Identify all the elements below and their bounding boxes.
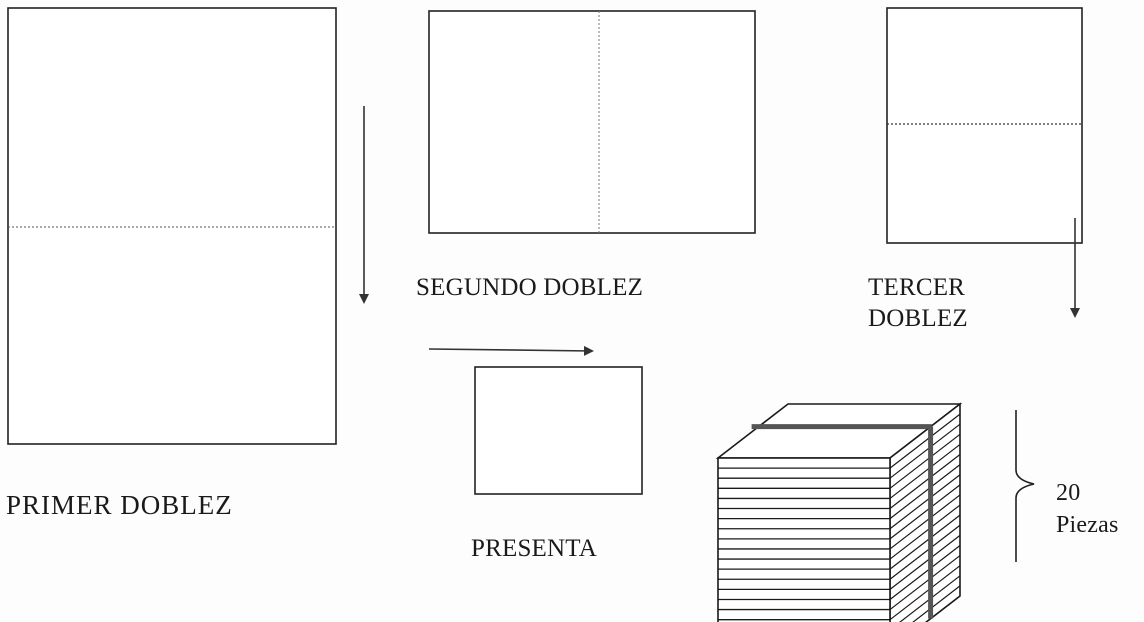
- stack-layer-line-side: [889, 423, 961, 479]
- label-tercer-doblez: TERCER DOBLEZ: [868, 272, 968, 334]
- stack-20-pieces: [715, 402, 963, 622]
- stack-layer-line-side: [912, 585, 961, 622]
- sheet-tercer-doblez: [886, 7, 1083, 244]
- stack-layer-line-side: [889, 555, 961, 611]
- sheet-segundo-doblez: [428, 10, 756, 234]
- stack-layer-line-side: [889, 433, 961, 489]
- stack-layer-line-side: [889, 504, 961, 560]
- label-primer-doblez: PRIMER DOBLEZ: [6, 490, 233, 520]
- label-presenta: PRESENTA: [471, 535, 598, 562]
- stack-layer-line-side: [889, 514, 961, 570]
- stack-layer-line-side: [889, 534, 961, 590]
- stack-layer-line-side: [889, 474, 961, 530]
- label-tercer-line1: TERCER: [868, 274, 966, 301]
- stack-layer-line-side: [889, 544, 961, 600]
- stack-layer-line-side: [889, 494, 961, 550]
- stack-layer-line-side: [889, 484, 961, 540]
- stack-layer-line-side: [889, 464, 961, 520]
- label-segundo-doblez: SEGUNDO DOBLEZ: [416, 274, 644, 301]
- stack-layer-line-side: [889, 524, 961, 580]
- stack-layer-line-side: [899, 575, 961, 622]
- label-tercer-line2: DOBLEZ: [868, 305, 968, 332]
- stack-layer-line-side: [889, 413, 961, 469]
- stack-front-face: [717, 457, 891, 622]
- stack-layer-line-side: [889, 565, 961, 621]
- stack-brace: [1015, 410, 1035, 562]
- arrow-right: [428, 345, 594, 356]
- label-stack-count: 20: [1056, 480, 1081, 506]
- stack-layer-line-side: [889, 443, 961, 499]
- sheet-presenta: [474, 366, 643, 495]
- label-stack-unit: Piezas: [1056, 512, 1119, 538]
- stack-layer-line-side: [889, 454, 961, 510]
- sheet-primer-doblez: [7, 7, 337, 445]
- stack-layer-line-side: [925, 595, 961, 622]
